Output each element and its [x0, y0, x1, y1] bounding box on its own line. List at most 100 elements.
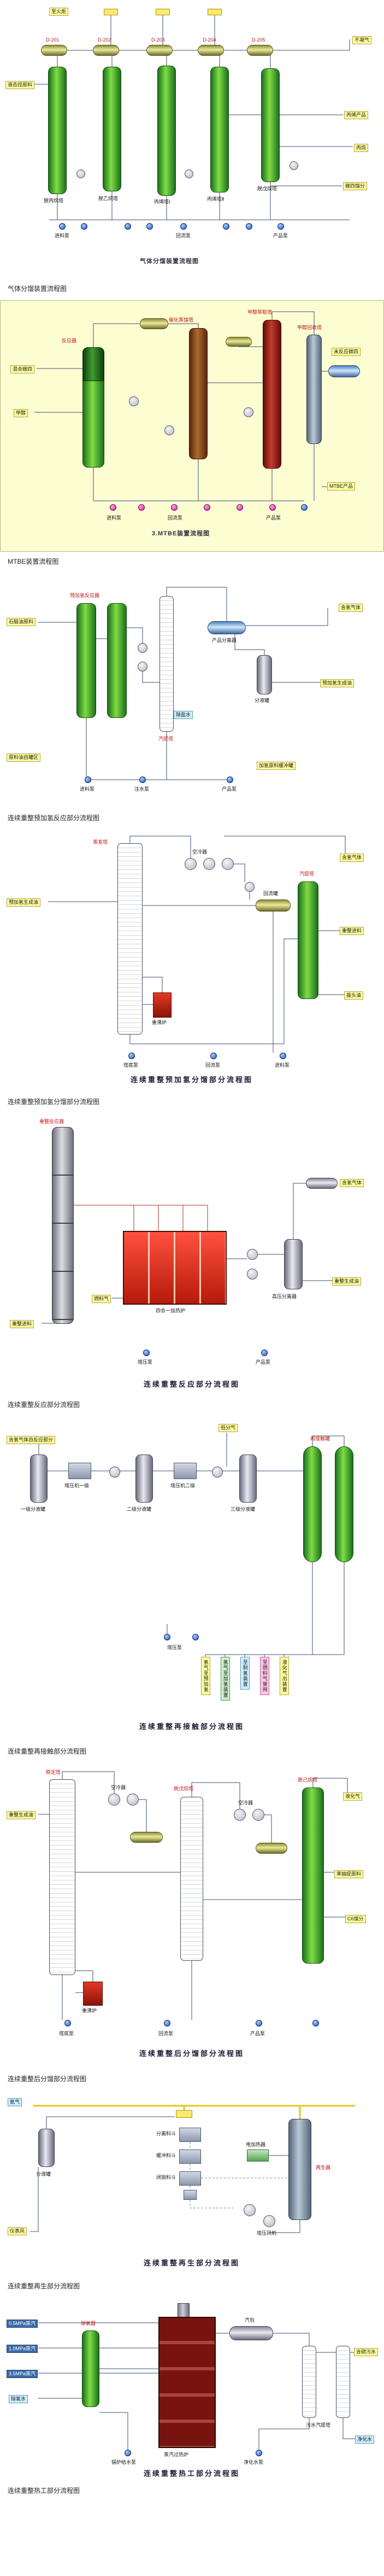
pump: [139, 776, 146, 783]
stream-tag: 重整生成油: [7, 1811, 36, 1819]
stream-tag: 碳四馏分: [343, 182, 368, 190]
column: [82, 2330, 99, 2407]
equipment-label: 脱戊烷塔: [174, 1786, 194, 1791]
pump: [256, 2450, 262, 2456]
column: [157, 66, 176, 196]
stream-tag: 含硫污水: [354, 2348, 379, 2356]
stream-tag: 仪表风: [8, 2227, 27, 2235]
heat-exchanger: [244, 2204, 256, 2216]
stream-tag: 未反应碳四: [332, 348, 361, 356]
equipment-label: 进料泵: [80, 786, 95, 792]
equipment-label: 增压风机: [257, 2230, 277, 2236]
heat-exchanger: [138, 643, 147, 653]
stream-tag: 氢气至加氢装置: [221, 1657, 230, 1701]
pump: [210, 1053, 217, 1059]
stream-tag: 含氢气体: [340, 1179, 364, 1187]
stream-tag: 重整生成油: [332, 1277, 362, 1286]
stream-tag: 3.5MPa蒸汽: [7, 2370, 38, 2378]
stack: [178, 2303, 190, 2317]
reboiler-furnace: [83, 1982, 103, 2006]
heat-exchanger: [185, 170, 193, 178]
pipe-lines: [38, 1771, 348, 2020]
pump: [261, 1350, 268, 1356]
heat-exchanger: [263, 2215, 275, 2227]
stream-tag: 不凝气: [352, 36, 372, 44]
section-label: 连续重整预加氢反应部分流程图: [8, 814, 100, 822]
drum: [247, 45, 273, 56]
equipment-label: 除氧器: [81, 2321, 96, 2326]
section-label: 连续重整热工部分流程图: [8, 2487, 80, 2495]
column: [335, 1446, 353, 1562]
equipment-label: 脱乙烷塔: [98, 196, 119, 201]
equipment-label: D-203: [151, 37, 165, 43]
heat-exchanger: [108, 1794, 120, 1806]
diagram-reforming-reaction: 重整反应器四合一加热炉高压分离器重整进料含氢气体重整生成油燃料气增压泵产品泵连续…: [0, 1113, 384, 1395]
column: [306, 335, 322, 444]
equipment-label: 产品泵: [266, 515, 281, 521]
equipment-label: 锅炉给水泵: [111, 2460, 137, 2465]
heat-exchanger: [247, 1249, 258, 1260]
pump: [256, 2020, 262, 2026]
vessel: [208, 9, 222, 15]
stream-tag: 氢气至预加氢: [201, 1657, 210, 1695]
column: [189, 328, 208, 459]
heat-exchanger: [138, 662, 147, 671]
equipment-label: 污水汽提塔: [306, 2422, 331, 2428]
equipment-label: 进料泵: [107, 515, 122, 521]
trayed-column: [159, 596, 174, 732]
equipment-label: 重沸炉: [152, 1020, 167, 1025]
column: [76, 603, 96, 718]
stream-tag: 苯抽提原料: [334, 1870, 364, 1878]
drum: [306, 1178, 338, 1189]
stream-tag: C6馏分: [345, 1915, 366, 1923]
pump: [146, 223, 153, 230]
vertical-drum: [239, 1455, 257, 1503]
heat-exchanger: [185, 858, 197, 870]
stream-tag: 原料油自罐区: [7, 753, 41, 762]
pump: [280, 1053, 286, 1059]
hopper: [184, 2190, 197, 2200]
stream-tag: 至燃料气管网: [260, 1657, 269, 1695]
figure-caption: 连续重整再生部分流程图: [143, 2259, 240, 2267]
figure-caption: 连续重整反应部分流程图: [143, 1380, 240, 1388]
pump: [180, 223, 187, 230]
hopper: [179, 2149, 201, 2164]
equipment-label: 脱丙烷塔: [44, 198, 64, 203]
equipment-label: 回流泵: [205, 1062, 221, 1068]
pump: [164, 2020, 170, 2026]
equipment-label: 塔底泵: [59, 2031, 74, 2036]
vessel: [104, 9, 118, 15]
equipment-label: D-205: [252, 37, 265, 43]
equipment-label: 二级分液罐: [127, 1506, 152, 1512]
hopper: [68, 1463, 91, 1479]
equipment-label: 四合一加热炉: [156, 1308, 186, 1313]
trayed-column: [302, 2346, 316, 2418]
equipment-label: 再接触罐: [310, 1436, 330, 1441]
heat-exchanger: [252, 1809, 264, 1821]
pump: [81, 223, 87, 230]
equipment-label: 产品泵: [250, 2031, 265, 2036]
pump: [277, 223, 284, 230]
vessel: [176, 2110, 192, 2118]
stream-tag: 甲醇: [14, 409, 28, 417]
pump: [64, 2020, 71, 2026]
stream-tag: 含氢气体自反应部分: [7, 1436, 56, 1444]
drum: [198, 45, 224, 56]
vertical-drum: [257, 655, 272, 694]
figure-caption: 连续重整再接触部分流程图: [139, 1722, 245, 1731]
diagram-regeneration: 氮气分液罐分离料斗缓冲料斗闭锁料斗再生器电加热器增压风机仪表风连续重整再生部分流…: [0, 2090, 384, 2276]
pump: [59, 223, 66, 230]
pump: [128, 1053, 135, 1059]
pipe-lines: [38, 2322, 355, 2450]
stream-tag: 拔头油: [344, 991, 364, 1000]
column: [288, 2119, 311, 2220]
vessel: [156, 9, 170, 15]
figure-caption: 连续重整热工部分流程图: [143, 2469, 240, 2478]
equipment-label: 稳定塔: [46, 1769, 61, 1775]
steam-furnace: [158, 2317, 216, 2448]
stream-tag: 石脑油原料: [7, 618, 36, 626]
stream-tag: 预加氢生成油: [7, 898, 41, 907]
